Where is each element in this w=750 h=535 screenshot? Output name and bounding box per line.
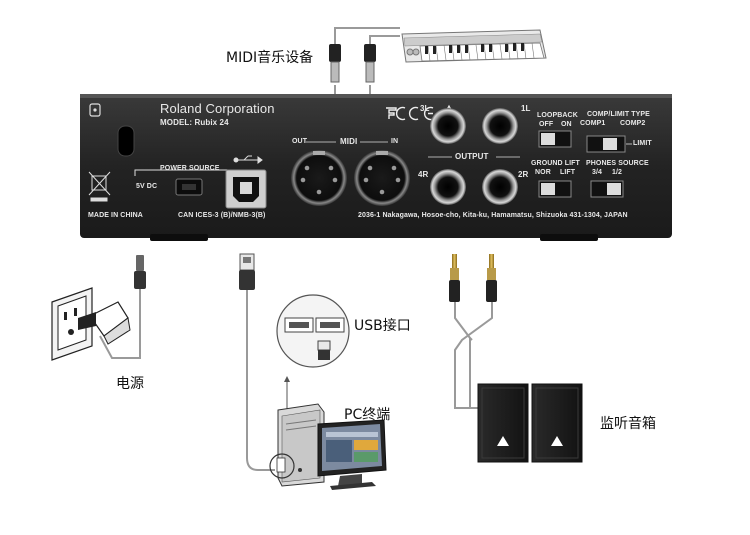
midi-out-label: OUT xyxy=(292,138,308,145)
midi-plug-right xyxy=(364,44,376,83)
comp1-label: COMP1 xyxy=(580,120,606,127)
monitor-cables xyxy=(454,302,493,409)
power-label: 电源 xyxy=(116,376,144,392)
comp-limit-label: COMP/LIMIT TYPE xyxy=(587,111,650,118)
output-label: OUTPUT xyxy=(455,152,489,161)
usb-port-callout xyxy=(276,294,350,368)
midi-in-port xyxy=(354,150,410,206)
output-jack-4r xyxy=(430,169,466,205)
pc-usb-highlight xyxy=(269,453,295,479)
out-4r-label: 4R xyxy=(418,170,429,179)
wall-outlet-icon xyxy=(51,287,93,361)
output-jack-2r xyxy=(482,169,518,205)
kensington-lock-icon xyxy=(89,103,101,117)
weee-icon xyxy=(88,171,111,202)
usb-port-label: USB接口 xyxy=(354,318,411,334)
power-source-label: POWER SOURCE xyxy=(160,165,220,172)
trs-plug-left xyxy=(449,254,460,302)
monitors-label: 监听音箱 xyxy=(600,416,656,432)
security-slot xyxy=(117,125,135,157)
monitor-speaker-right xyxy=(531,383,583,463)
ground-lift-switch xyxy=(538,180,572,198)
loopback-label: LOOPBACK xyxy=(537,112,578,119)
out-2r-label: 2R xyxy=(518,170,529,179)
output-jack-1l xyxy=(482,108,518,144)
loopback-off-label: OFF xyxy=(539,121,554,128)
made-in-label: MADE IN CHINA xyxy=(88,212,143,219)
trs-plug-right xyxy=(486,254,497,302)
midi-in-label: IN xyxy=(391,138,399,145)
usb-symbol-icon xyxy=(233,155,263,164)
loopback-switch xyxy=(538,130,572,148)
power-adapter-icon xyxy=(78,301,131,345)
midi-device-label: MIDI音乐设备 xyxy=(226,50,314,66)
phones-12-label: 1/2 xyxy=(612,169,623,176)
usb-b-port xyxy=(225,169,267,209)
brand-text: Roland Corporation xyxy=(160,101,275,116)
out-1l-label: 1L xyxy=(521,104,531,113)
dc-plug-icon xyxy=(134,255,146,289)
phones-34-label: 3/4 xyxy=(592,169,603,176)
midi-keyboard-icon xyxy=(401,29,547,63)
loopback-on-label: ON xyxy=(561,121,572,128)
midi-out-port xyxy=(291,150,347,206)
comp2-label: COMP2 xyxy=(620,120,646,127)
pc-computer-icon xyxy=(277,403,387,490)
out-3l-label: 3L xyxy=(420,104,430,113)
usb-b-plug-icon xyxy=(239,253,255,290)
address-label: 2036-1 Nakagawa, Hosoe-cho, Kita-ku, Ham… xyxy=(358,212,628,219)
midi-label: MIDI xyxy=(340,137,358,146)
nor-label: NOR xyxy=(535,169,551,176)
can-ices-label: CAN ICES-3 (B)/NMB-3(B) xyxy=(178,212,266,219)
dc-label: 5V DC xyxy=(136,183,158,190)
comp-limit-switch xyxy=(586,135,626,153)
monitor-speaker-left xyxy=(477,383,529,463)
limit-label: LIMIT xyxy=(633,140,652,147)
lift-label: LIFT xyxy=(560,169,576,176)
ground-lift-label: GROUND LIFT xyxy=(531,160,580,167)
output-jack-3l xyxy=(430,108,466,144)
model-text: MODEL: Rubix 24 xyxy=(160,118,229,127)
pc-label: PC终端 xyxy=(344,407,391,423)
phones-source-label: PHONES SOURCE xyxy=(586,160,649,167)
midi-plug-left xyxy=(329,44,341,83)
phones-source-switch xyxy=(590,180,624,198)
